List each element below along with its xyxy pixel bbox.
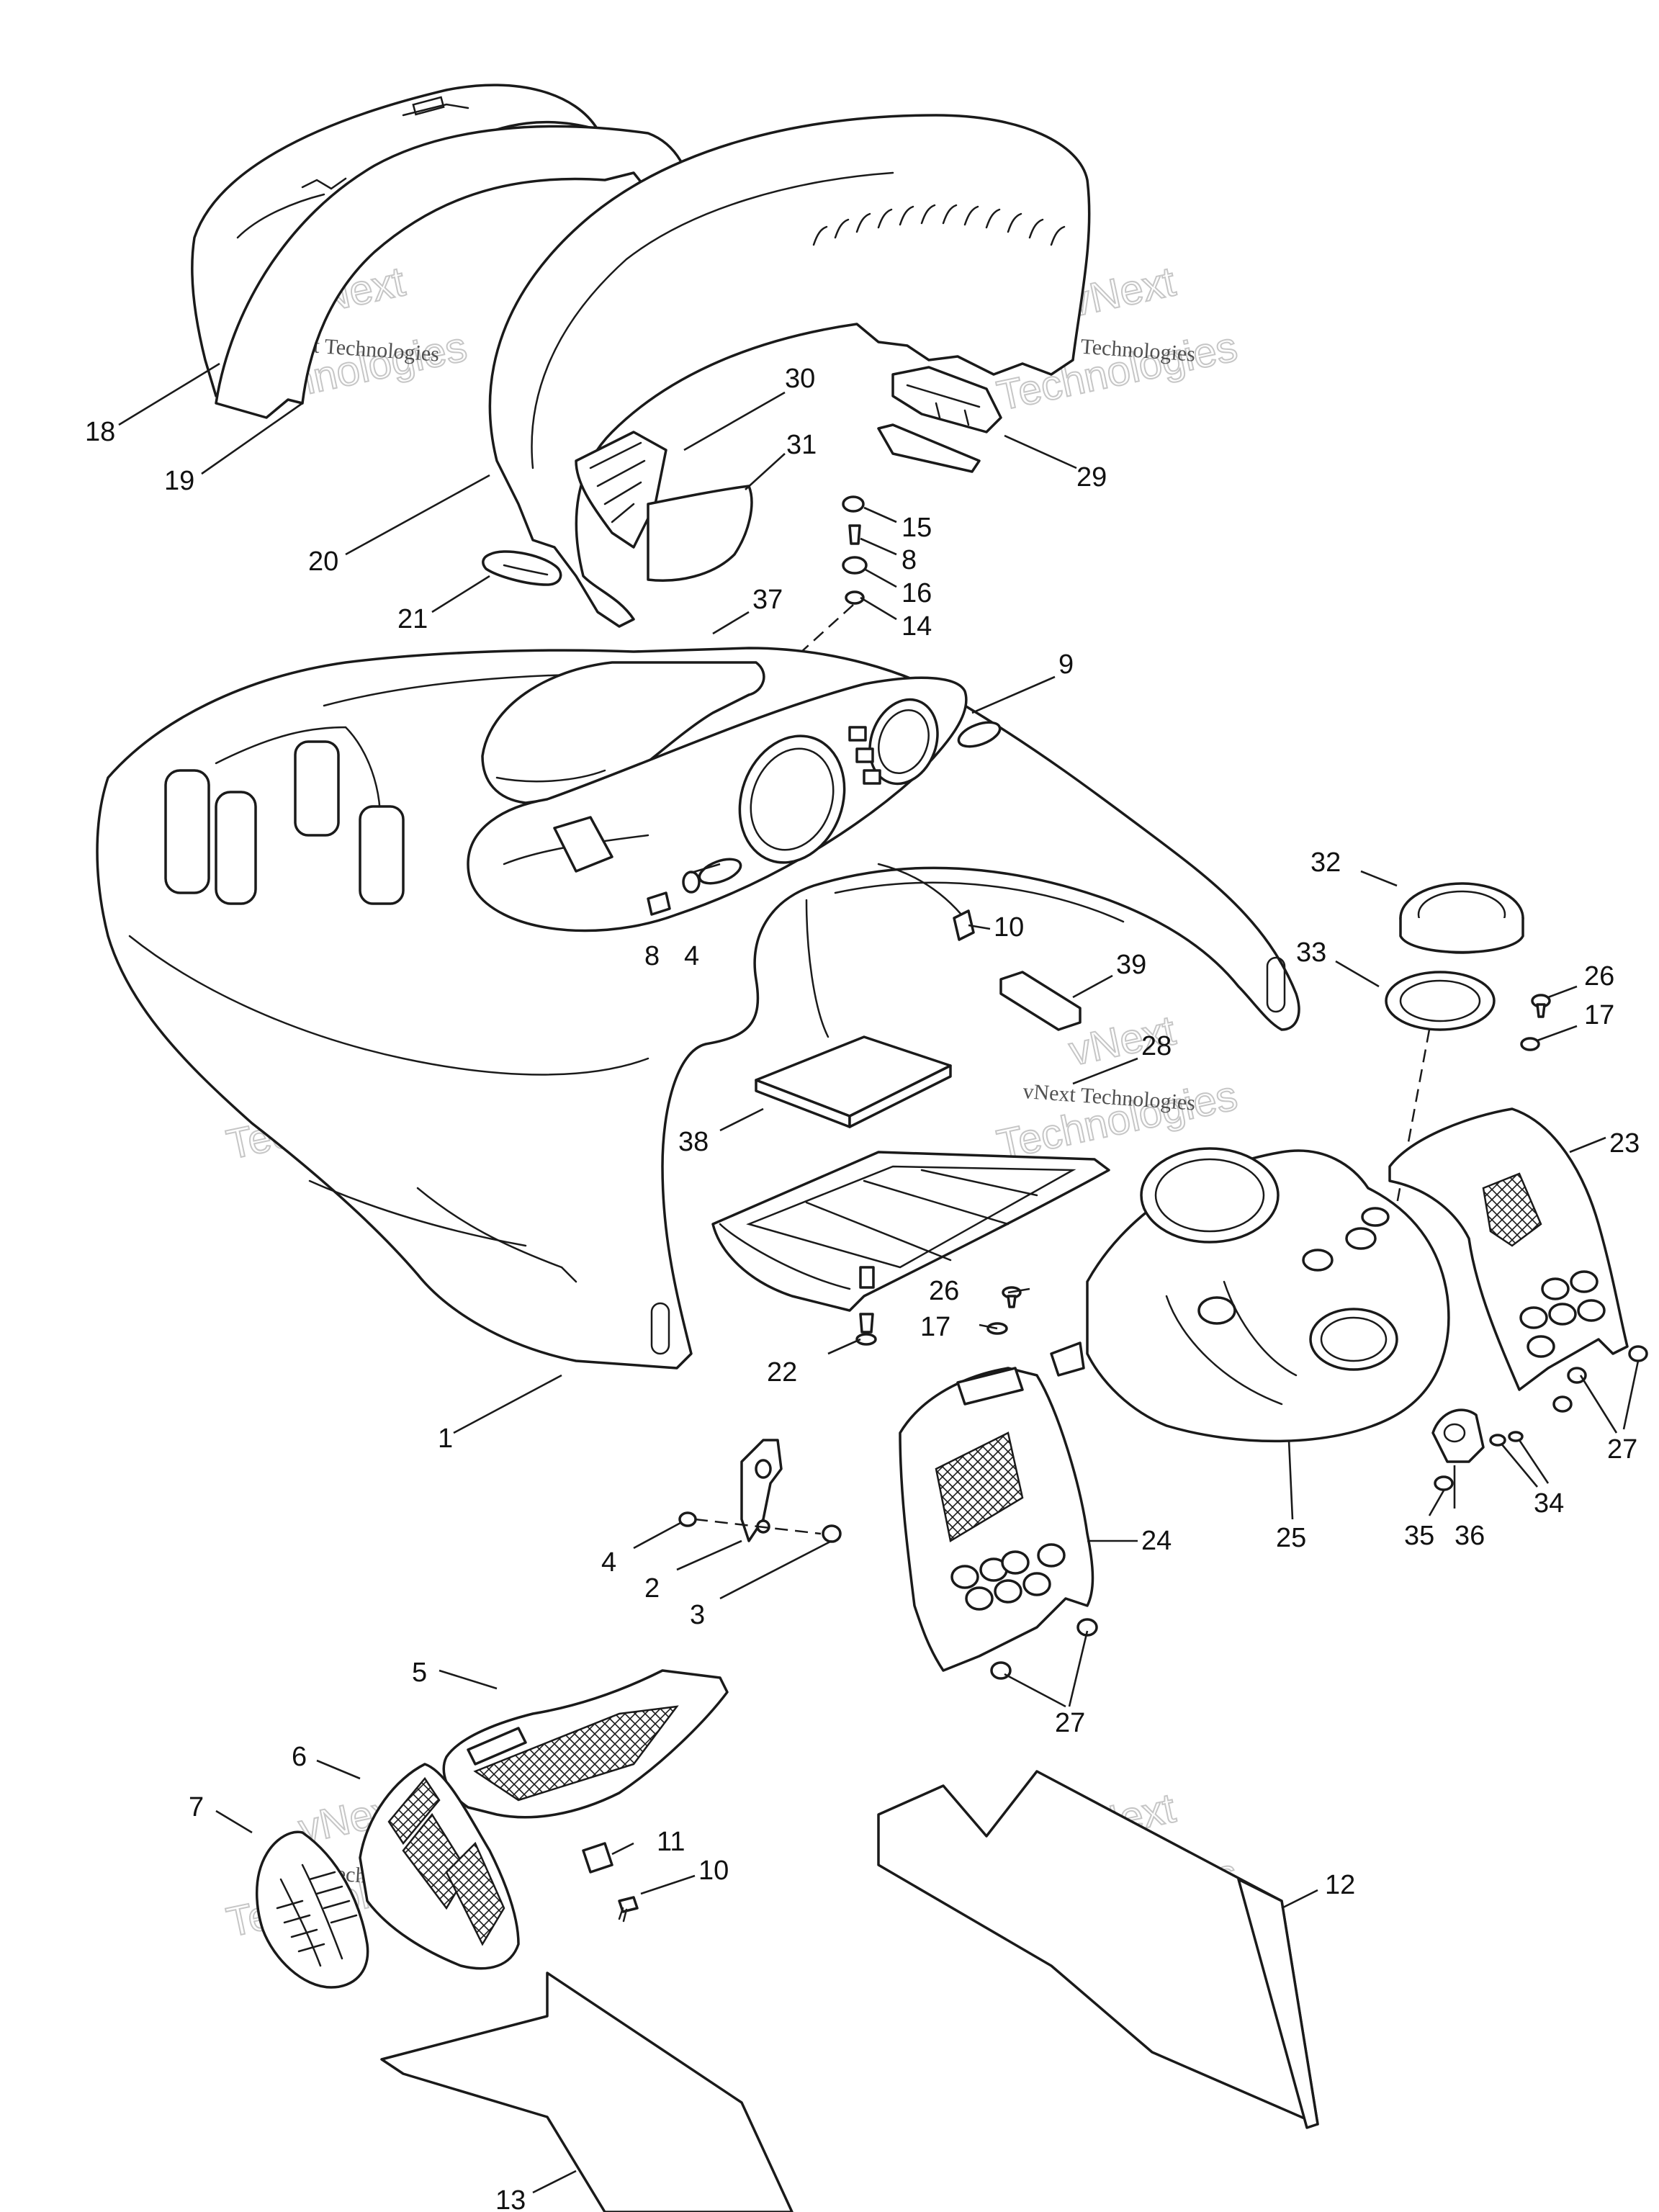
callout-37: 37 — [752, 585, 783, 615]
part-39-foam — [999, 971, 1082, 1031]
callout-36: 36 — [1455, 1521, 1485, 1551]
callout-3: 3 — [690, 1600, 705, 1630]
callout-35: 35 — [1404, 1521, 1434, 1551]
callout-20: 20 — [308, 547, 338, 577]
callout-12: 12 — [1325, 1870, 1355, 1900]
callout-16: 16 — [902, 578, 932, 608]
part-11-clip — [582, 1842, 613, 1874]
callout-33: 33 — [1296, 938, 1326, 968]
part-28-tray — [711, 1151, 1110, 1312]
part-10-screw — [618, 1896, 639, 1923]
part-32-filler-ring — [1399, 882, 1524, 954]
callout-21: 21 — [397, 604, 428, 634]
console-fasteners — [647, 863, 975, 941]
callout-15: 15 — [902, 513, 932, 543]
callout-32: 32 — [1310, 848, 1341, 878]
part-24-left-vent-panel — [899, 1367, 1098, 1680]
hardware-stack-15-8-16-14 — [777, 495, 868, 674]
callout-9: 9 — [1058, 649, 1074, 680]
callout-34: 34 — [1534, 1488, 1564, 1519]
part-13-hood-decal — [380, 1972, 793, 2212]
callout-28: 28 — [1141, 1031, 1172, 1061]
callout-4-bracket: 4 — [601, 1547, 616, 1578]
callout-29: 29 — [1076, 462, 1107, 493]
callout-13: 13 — [495, 2185, 526, 2212]
part-34-35-36-bracket — [1431, 1408, 1524, 1491]
callout-27-left: 27 — [1055, 1708, 1085, 1738]
part-21-handle — [482, 550, 562, 586]
callout-17-left: 17 — [920, 1312, 950, 1342]
part-38-block — [755, 1035, 952, 1128]
part-5-front-grille — [442, 1669, 729, 1819]
callout-1: 1 — [438, 1424, 453, 1454]
hardware-axis-2-3-4 — [694, 1518, 822, 1535]
callout-27-right: 27 — [1607, 1434, 1637, 1465]
part-25-storage-bin — [1050, 1147, 1450, 1443]
callout-17-right: 17 — [1584, 1000, 1614, 1030]
callout-10-bottom: 10 — [698, 1856, 729, 1886]
part-3-grommet — [822, 1524, 842, 1543]
callout-6: 6 — [292, 1742, 307, 1772]
callout-5: 5 — [412, 1658, 427, 1688]
part-23-right-vent-panel — [1388, 1107, 1648, 1413]
part-37-pad — [481, 661, 765, 804]
callout-38: 38 — [678, 1127, 709, 1157]
callout-8-console: 8 — [644, 941, 660, 971]
callout-4-console: 4 — [684, 941, 699, 971]
callout-2: 2 — [644, 1573, 660, 1604]
hardware-22-26-17 — [855, 1286, 1022, 1346]
part-1-hood — [96, 647, 1300, 1370]
part-12-side-decal — [877, 1770, 1319, 2129]
callout-26-right: 26 — [1584, 961, 1614, 992]
part-2-bracket — [740, 1439, 783, 1542]
callout-31: 31 — [786, 430, 817, 460]
callout-11: 11 — [657, 1827, 685, 1857]
part-7-vent-louver — [255, 1830, 369, 1989]
callout-22: 22 — [767, 1357, 797, 1388]
callout-30: 30 — [785, 364, 815, 394]
part-20-windshield — [488, 114, 1091, 628]
callout-26-left: 26 — [929, 1276, 959, 1306]
part-6-side-grille — [359, 1763, 520, 1970]
hardware-26-17-right — [1520, 994, 1551, 1051]
part-31-seal — [647, 485, 753, 582]
part-9-console — [467, 676, 1002, 932]
callout-14: 14 — [902, 611, 932, 642]
part-29-latch — [877, 366, 1002, 473]
part-4-washer — [678, 1511, 697, 1527]
callout-39: 39 — [1116, 950, 1146, 980]
callout-23: 23 — [1609, 1128, 1640, 1159]
callout-24: 24 — [1141, 1526, 1172, 1556]
callout-19: 19 — [164, 466, 194, 496]
callout-labels: 18 19 20 21 30 31 29 15 8 16 14 37 9 10 … — [85, 364, 1640, 2212]
callout-8-top: 8 — [902, 545, 917, 575]
callout-18: 18 — [85, 417, 115, 447]
callout-10-console: 10 — [994, 912, 1024, 943]
callout-7: 7 — [189, 1792, 204, 1822]
callout-25: 25 — [1276, 1523, 1306, 1553]
leader-lines — [118, 362, 1640, 2194]
watermark-mid-right: vNext Technologies vNext Technologies — [992, 1006, 1242, 1169]
